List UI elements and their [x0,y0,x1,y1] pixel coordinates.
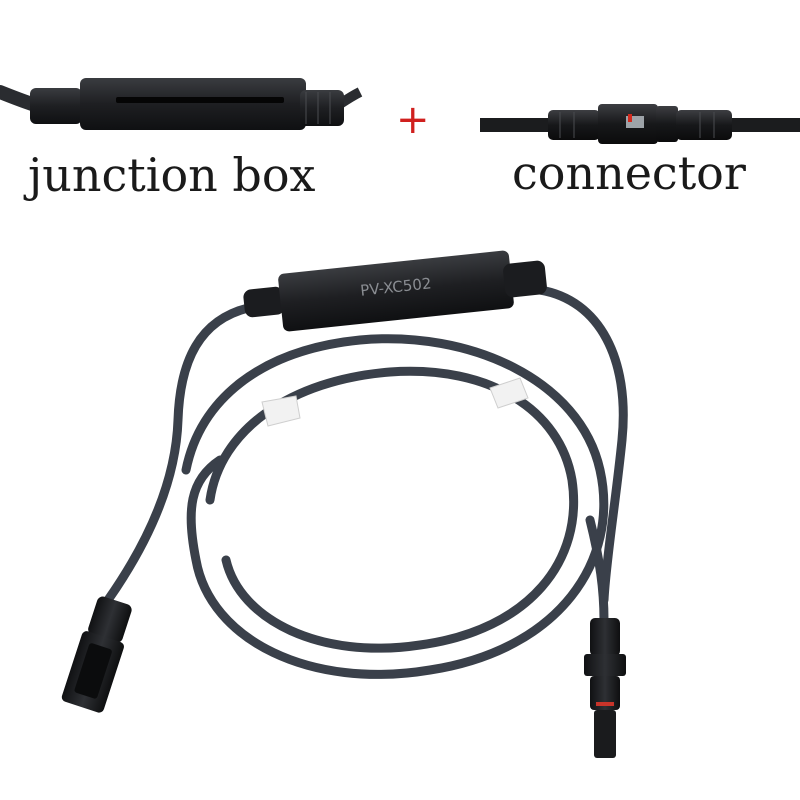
junction-box-closeup [0,78,363,130]
cable-assembly [103,285,628,679]
inline-junction-box: PV-XC502 [243,250,547,332]
male-mc4-connector [584,618,626,758]
connector-closeup [480,104,800,144]
junction-box-caption: junction box [28,148,316,202]
cable-tag-right [489,377,529,409]
female-mc4-connector [61,596,132,713]
connector-caption: connector [512,146,746,200]
plus-sign: + [396,97,430,143]
cable-tag-left [261,395,301,427]
